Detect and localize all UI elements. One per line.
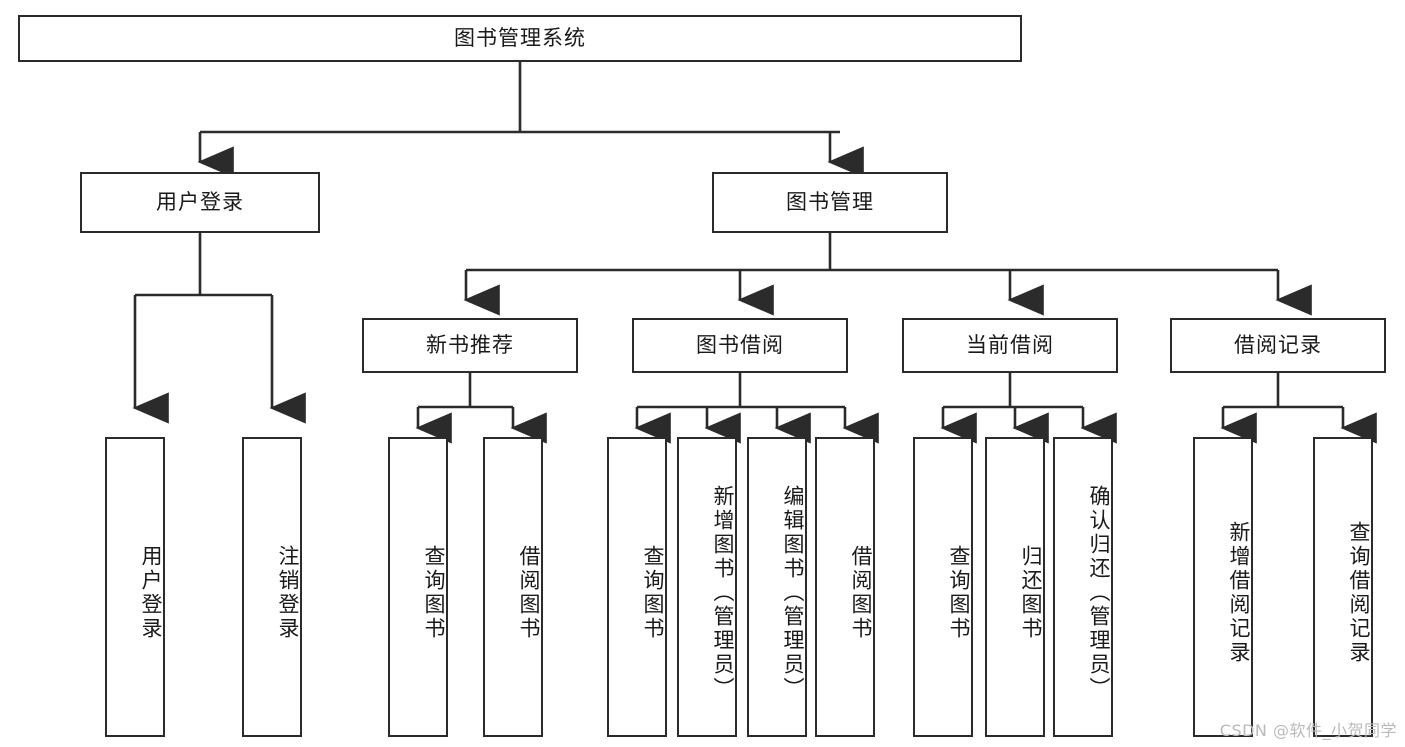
node-current-borrow[interactable]: 当前借阅 [902,318,1118,373]
node-label: 查询图书 [422,545,446,641]
node-label: 借阅记录 [1234,332,1322,357]
node-borrow-record[interactable]: 借阅记录 [1170,318,1386,373]
node-label: 用户登录 [139,545,163,641]
node-label: 注销登录 [276,545,300,641]
node-label: 图书借阅 [696,332,784,357]
node-root-book-management-system[interactable]: 图书管理系统 [18,15,1022,62]
node-label: 查询图书 [641,545,665,641]
node-label: 图书管理 [786,189,874,214]
leaf-record-query-borrow-record[interactable]: 查询借阅记录 [1313,437,1373,737]
node-new-book-recommend[interactable]: 新书推荐 [362,318,578,373]
node-user-login[interactable]: 用户登录 [80,172,320,233]
leaf-borrow-query-book[interactable]: 查询图书 [607,437,667,737]
node-book-borrow[interactable]: 图书借阅 [632,318,848,373]
node-label: 新增图书（管理员） [711,485,735,701]
node-label: 借阅图书 [849,545,873,641]
node-book-management[interactable]: 图书管理 [712,172,948,233]
node-label: 借阅图书 [517,545,541,641]
leaf-current-query-book[interactable]: 查询图书 [913,437,973,737]
leaf-current-return-book[interactable]: 归还图书 [985,437,1045,737]
node-label: 查询借阅记录 [1347,521,1371,665]
leaf-user-login-login[interactable]: 用户登录 [105,437,165,737]
node-label: 编辑图书（管理员） [781,485,805,701]
node-label: 新增借阅记录 [1227,521,1251,665]
leaf-recommend-query-book[interactable]: 查询图书 [388,437,448,737]
node-label: 当前借阅 [966,332,1054,357]
leaf-borrow-add-book-admin[interactable]: 新增图书（管理员） [677,437,737,737]
leaf-borrow-borrow-book[interactable]: 借阅图书 [815,437,875,737]
node-label: 查询图书 [947,545,971,641]
node-label: 归还图书 [1019,545,1043,641]
leaf-user-login-logout[interactable]: 注销登录 [242,437,302,737]
node-label: 用户登录 [156,189,244,214]
leaf-borrow-edit-book-admin[interactable]: 编辑图书（管理员） [747,437,807,737]
node-label: 图书管理系统 [454,25,586,50]
leaf-current-confirm-return-admin[interactable]: 确认归还（管理员） [1053,437,1113,737]
csdn-watermark: CSDN @软件_小贺同学 [1219,721,1397,740]
node-label: 新书推荐 [426,332,514,357]
leaf-recommend-borrow-book[interactable]: 借阅图书 [483,437,543,737]
leaf-record-add-borrow-record[interactable]: 新增借阅记录 [1193,437,1253,737]
node-label: 确认归还（管理员） [1087,485,1111,701]
